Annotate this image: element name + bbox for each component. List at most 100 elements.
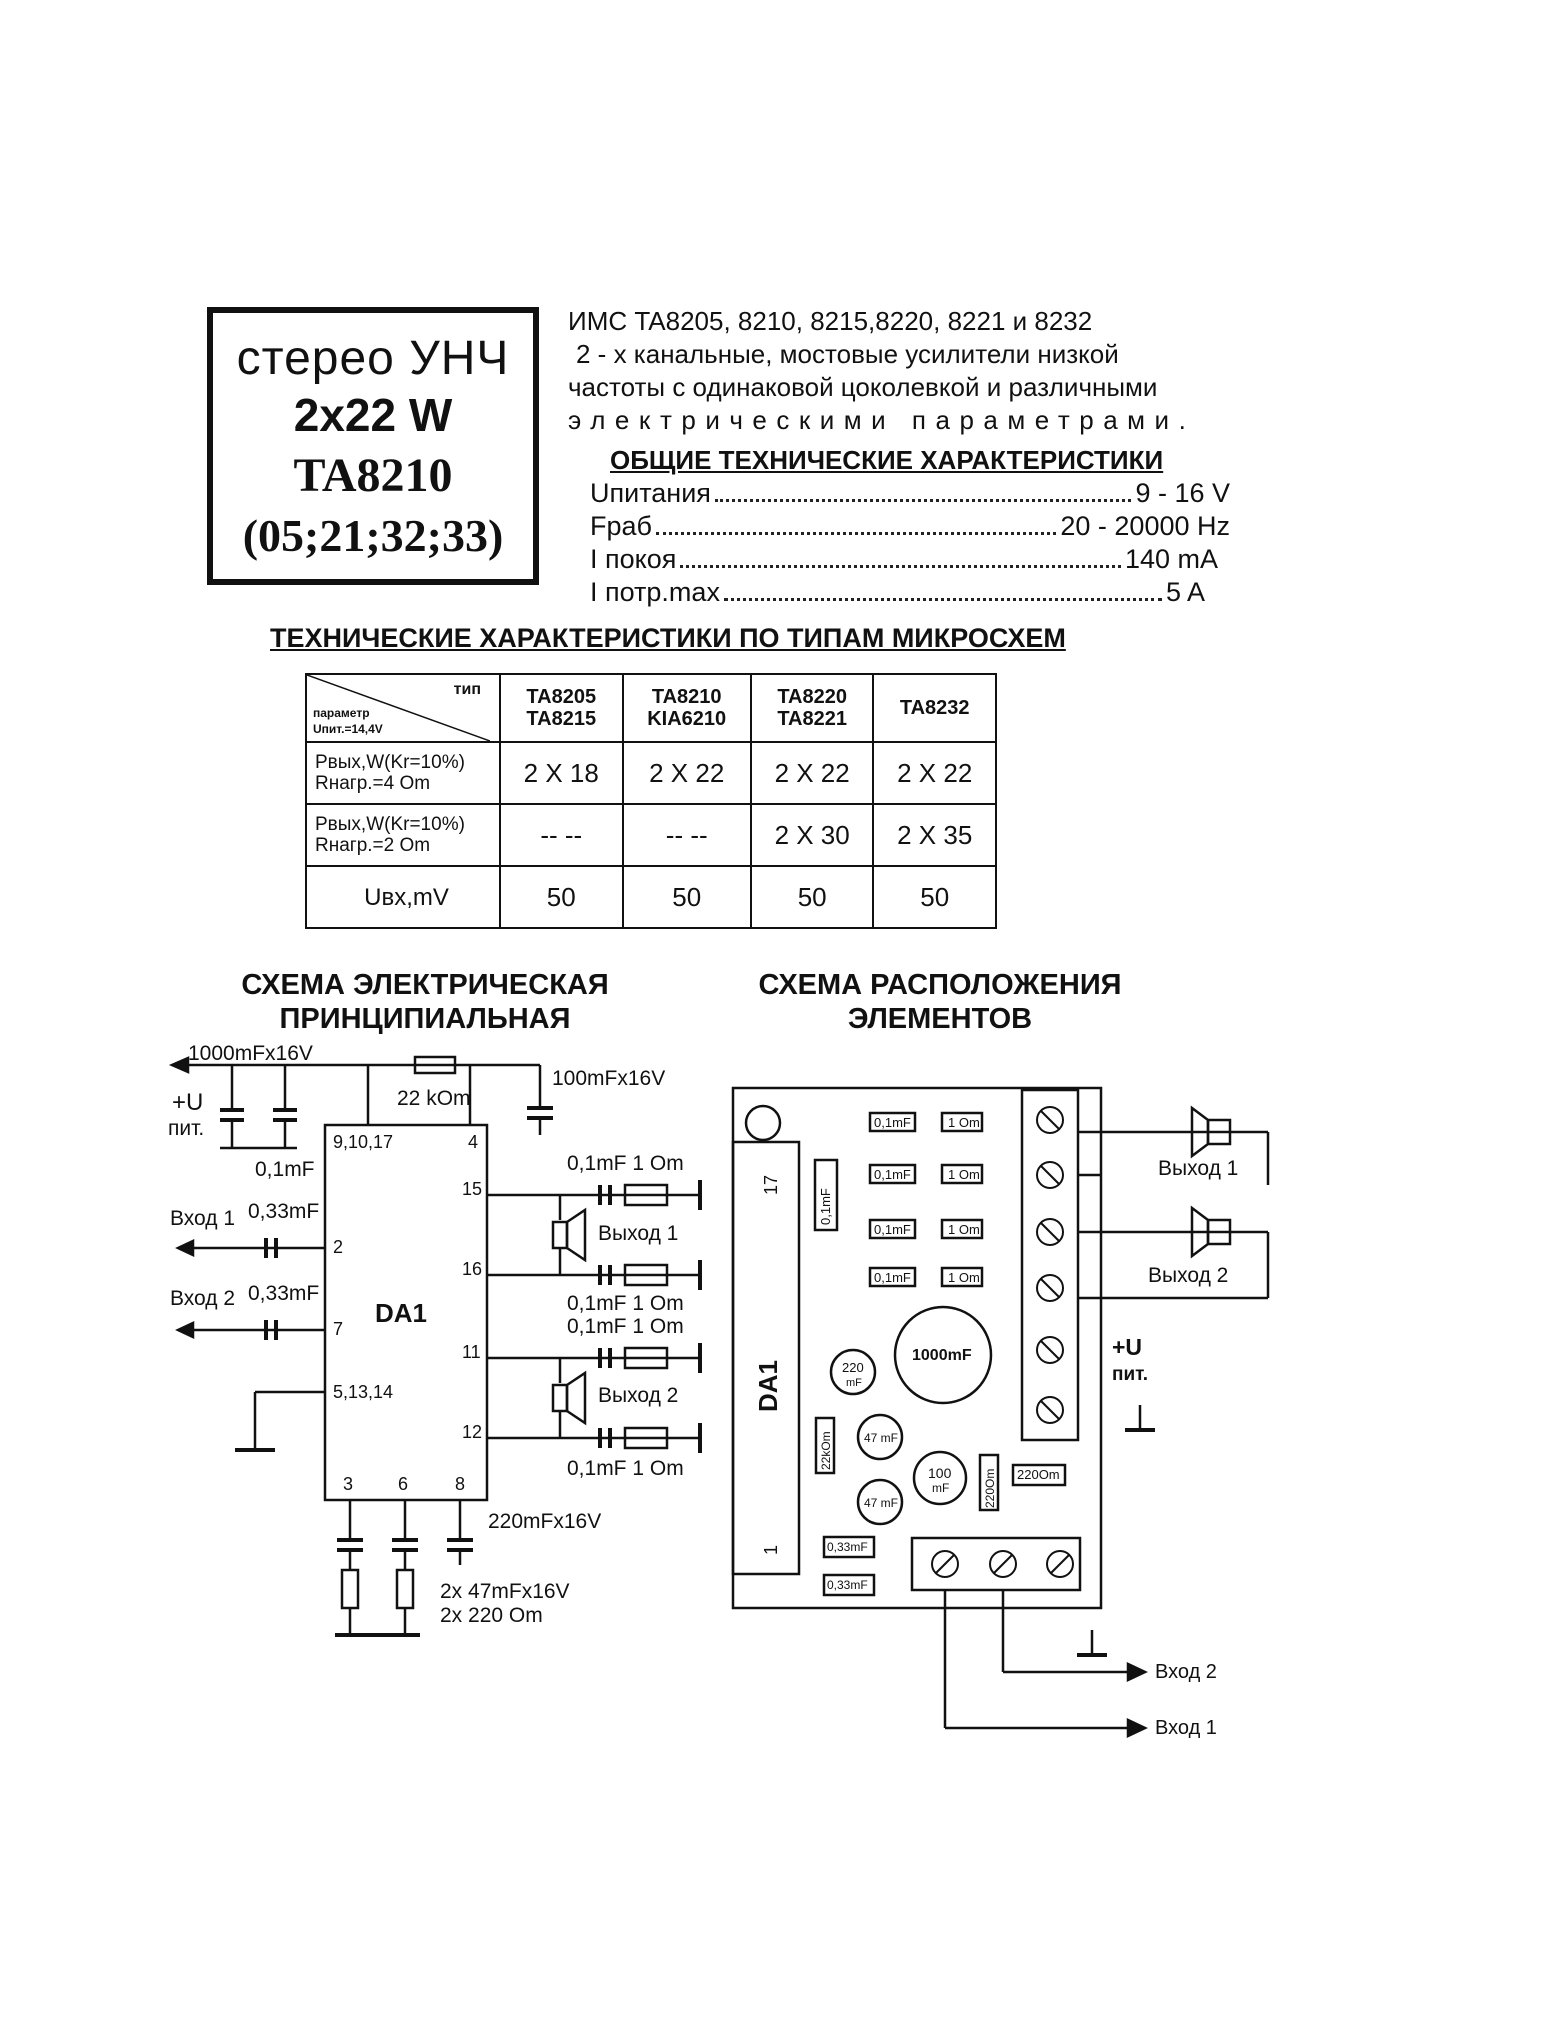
label-zobel: 0,1mF 1 Om xyxy=(567,1292,684,1315)
ic-label: DA1 xyxy=(375,1298,427,1328)
comp-label: 0,1mF xyxy=(874,1270,911,1285)
table-row: Pвых,W(Kr=10%)Rнагр.=2 Om -- -- -- -- 2 … xyxy=(305,803,997,867)
layout-pit: пит. xyxy=(1112,1364,1148,1385)
label-r-220: 2x 220 Om xyxy=(440,1604,543,1627)
schematic-title: СХЕМА ЭЛЕКТРИЧЕСКАЯ ПРИНЦИПИАЛЬНАЯ xyxy=(225,968,625,1036)
title-box: стерео УНЧ 2x22 W TA8210 (05;21;32;33) xyxy=(207,307,539,585)
spec-value: 20 - 20000 Hz xyxy=(1060,511,1230,541)
layout-diagram xyxy=(731,1086,1270,1738)
label-r-22k: 22 kOm xyxy=(397,1087,471,1110)
comp-label: 1 Om xyxy=(948,1115,980,1130)
intro-line-2: 2 - х канальные, мостовые усилители низк… xyxy=(576,339,1119,369)
pin-label: 11 xyxy=(462,1342,481,1362)
intro-text: ИМС TA8205, 8210, 8215,8220, 8221 и 8232… xyxy=(568,305,1238,437)
table-cell: 50 xyxy=(499,865,624,929)
table-cell: 2 X 22 xyxy=(749,741,875,805)
table-corner-cell: тип параметр Uпит.=14,4V xyxy=(305,673,501,743)
comp-label: 1 Om xyxy=(948,1167,980,1182)
column-header-line: TA8232 xyxy=(899,697,970,719)
spec-label: Fраб xyxy=(590,511,652,541)
schematic-title-line: ПРИНЦИПИАЛЬНАЯ xyxy=(279,1003,571,1035)
comp-label: mF xyxy=(846,1377,862,1389)
table-cell: -- -- xyxy=(499,803,624,867)
pin-label: 16 xyxy=(462,1259,482,1279)
layout-input-2-label: Вход 2 xyxy=(1155,1661,1217,1683)
layout-title-line: СХЕМА РАСПОЛОЖЕНИЯ xyxy=(758,969,1122,1001)
comp-label: 1000mF xyxy=(912,1347,972,1364)
output-2-label: Выход 2 xyxy=(598,1384,678,1407)
pin-label: 9,10,17 xyxy=(333,1132,393,1152)
dot-leader xyxy=(680,547,1121,568)
layout-input-1-label: Вход 1 xyxy=(1155,1717,1217,1739)
label-c-220: 220mFx16V xyxy=(488,1510,601,1533)
label-pit: пит. xyxy=(168,1117,204,1140)
spec-row: I покоя 140 mA xyxy=(590,544,1218,577)
general-specs-heading: ОБЩИЕ ТЕХНИЧЕСКИЕ ХАРАКТЕРИСТИКИ xyxy=(610,445,1164,475)
spec-label: Uпитания xyxy=(590,478,711,508)
row-param-line: Rнагр.=2 Om xyxy=(315,835,431,856)
layout-title-line: ЭЛЕМЕНТОВ xyxy=(847,1003,1033,1035)
comp-label: 0,1mF xyxy=(874,1222,911,1237)
comp-label: 0,1mF xyxy=(874,1167,911,1182)
comp-label: 47 mF xyxy=(864,1431,898,1445)
label-c-47: 2x 47mFx16V xyxy=(440,1580,570,1603)
spec-value: 9 - 16 V xyxy=(1135,478,1230,508)
pin-label: 15 xyxy=(462,1179,482,1199)
pin-label: 7 xyxy=(333,1319,343,1339)
layout-pin-label: 17 xyxy=(761,1175,781,1195)
table-row: Pвых,W(Kr=10%)Rнагр.=4 Om 2 X 18 2 X 22 … xyxy=(305,741,997,805)
table-cell: 2 X 22 xyxy=(621,741,752,805)
spec-row: Uпитания 9 - 16 V xyxy=(590,478,1230,511)
dot-leader xyxy=(656,514,1057,535)
pin-label: 3 xyxy=(343,1474,353,1494)
title-line-2: 2x22 W xyxy=(293,389,453,441)
title-line-4: (05;21;32;33) xyxy=(242,510,504,561)
row-param-cell: Pвых,W(Kr=10%)Rнагр.=2 Om xyxy=(305,803,501,867)
row-param-line: Pвых,W(Kr=10%) xyxy=(315,752,465,773)
comp-label: mF xyxy=(932,1481,949,1495)
column-header: TA8232 xyxy=(872,673,997,743)
comp-label: 22kOm xyxy=(819,1431,833,1470)
table-cell: 50 xyxy=(749,865,875,929)
label-c-in2: 0,33mF xyxy=(248,1282,319,1305)
table-cell: 2 X 30 xyxy=(749,803,875,867)
pin-label: 8 xyxy=(455,1474,465,1494)
corner-u-label: Uпит.=14,4V xyxy=(313,722,383,736)
layout-labels: 0,1mF 1 Om 0,1mF 1 Om 0,1mF 1 Om 0,1mF 1… xyxy=(753,1115,1238,1739)
corner-param-label: параметр xyxy=(313,706,370,720)
spec-value: 140 mA xyxy=(1124,544,1218,574)
label-zobel: 0,1mF 1 Om xyxy=(567,1152,684,1175)
diagonal-line xyxy=(307,675,490,741)
input-2-label: Вход 2 xyxy=(170,1287,235,1310)
dot-leader xyxy=(723,580,1162,601)
label-plus-u: +U xyxy=(172,1089,203,1116)
comp-label: 0,1mF xyxy=(874,1115,911,1130)
title-line-1: стерео УНЧ xyxy=(236,332,510,385)
row-param-line: Pвых,W(Kr=10%) xyxy=(315,814,465,835)
row-param-cell: Uвх,mV xyxy=(305,865,501,929)
schematic-labels: 1000mFx16V 100mFx16V 22 kOm +U пит. 0,1m… xyxy=(168,1042,684,1627)
column-header-line: TA8221 xyxy=(777,708,847,730)
comp-label: 0,1mF xyxy=(818,1188,833,1225)
comp-label: 220 xyxy=(842,1360,864,1375)
comp-label: 47 mF xyxy=(864,1496,898,1510)
spec-label: I покоя xyxy=(590,544,677,574)
layout-output-2-label: Выход 2 xyxy=(1148,1264,1228,1287)
layout-pin-label: 1 xyxy=(761,1545,781,1555)
intro-line-4: электрическими параметрами. xyxy=(568,405,1196,435)
dot-leader xyxy=(714,481,1132,502)
table-cell: 50 xyxy=(621,865,752,929)
label-c-supply: 1000mFx16V xyxy=(188,1042,313,1065)
intro-line-3: частоты с одинаковой цоколевкой и различ… xyxy=(568,372,1158,402)
table-cell: -- -- xyxy=(621,803,752,867)
schematic-diagram xyxy=(168,1055,702,1637)
input-1-label: Вход 1 xyxy=(170,1207,235,1230)
pin-label: 6 xyxy=(398,1474,408,1494)
table-heading: ТЕХНИЧЕСКИЕ ХАРАКТЕРИСТИКИ ПО ТИПАМ МИКР… xyxy=(270,623,1066,653)
